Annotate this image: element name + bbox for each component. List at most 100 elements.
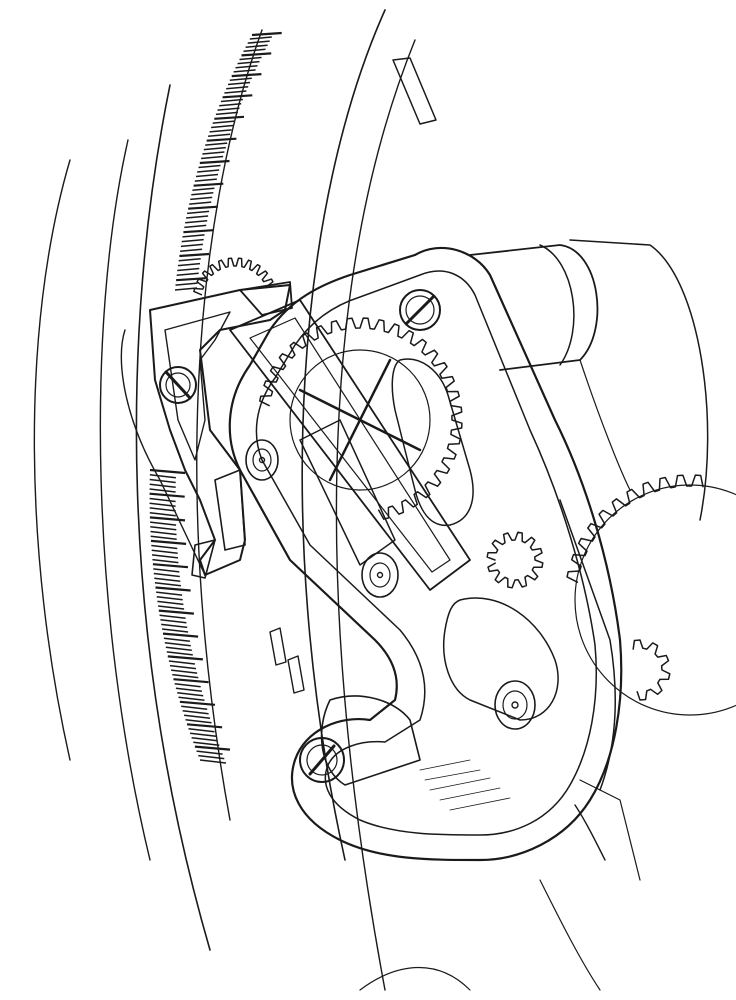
hour-marker-top: [392, 57, 437, 125]
minute-tick: [150, 530, 177, 536]
minute-tick: [156, 591, 183, 596]
right-plate-step: [579, 779, 641, 881]
minute-tick: [152, 558, 179, 564]
screw-left: [159, 366, 197, 404]
minute-tick: [198, 164, 221, 169]
minute-tick: [245, 44, 268, 48]
outer-arc-5: [301, 9, 386, 861]
minute-tick: [190, 732, 217, 737]
minute-tick: [163, 637, 190, 642]
outer-arc-8: [539, 879, 601, 991]
jewel-lower: [494, 680, 536, 730]
bridge-diagonal-arm: [229, 299, 471, 591]
minute-tick: [227, 81, 251, 86]
minute-tick: [160, 619, 187, 624]
minute-tick: [251, 31, 282, 37]
outer-arc-2: [99, 139, 151, 861]
hour-marker-left-2: [287, 655, 305, 694]
minute-tick: [167, 655, 203, 661]
minute-tick: [172, 673, 199, 679]
screw-bottom: [299, 737, 345, 783]
regulator-arm: [120, 281, 293, 579]
regulator-tab-top: [239, 281, 293, 316]
minute-tick: [178, 696, 205, 702]
outer-arc-6: [335, 39, 416, 991]
minute-tick: [179, 700, 216, 706]
minute-tick: [151, 554, 179, 559]
minute-tick: [186, 215, 209, 219]
minute-tick: [176, 272, 199, 277]
minute-tick: [183, 229, 214, 234]
lower-right-arbor: [574, 804, 606, 861]
minute-tick: [197, 169, 220, 173]
minute-tick: [149, 474, 176, 479]
top-pillar-face: [539, 244, 575, 366]
minute-tick: [150, 539, 187, 545]
minute-tick: [212, 120, 235, 124]
minute-tick: [184, 224, 207, 229]
screw-top: [399, 289, 441, 331]
minute-tick: [181, 238, 204, 243]
outer-arc-7: [359, 966, 471, 991]
minute-tick: [152, 563, 189, 569]
minute-tick: [241, 52, 272, 57]
minute-tick: [169, 664, 197, 670]
minute-tick: [215, 111, 238, 116]
screw-left-slot: [164, 370, 192, 400]
lower-right-pinion: [632, 639, 671, 701]
hour-markers: [269, 57, 437, 694]
minute-tick: [229, 77, 252, 82]
regulator-curl: [120, 329, 206, 576]
minute-tick: [196, 750, 223, 755]
minute-tick: [153, 568, 180, 573]
minute-tick: [174, 682, 201, 688]
minute-tick: [149, 468, 186, 475]
minute-tick: [162, 628, 189, 633]
minute-tick: [150, 526, 177, 531]
outer-arc-3: [135, 84, 211, 951]
minute-tick: [195, 173, 219, 178]
right-edge-wheel: [566, 474, 736, 716]
screw-left-inner: [165, 372, 191, 398]
center-wheel-rim: [289, 349, 431, 491]
minute-tick: [235, 65, 258, 69]
minute-tick: [159, 614, 186, 619]
minute-tick: [158, 609, 194, 615]
minute-tick: [243, 48, 266, 53]
minute-tick: [237, 60, 260, 65]
top-pillar-base: [569, 239, 709, 521]
minute-tick: [201, 155, 224, 160]
minute-track-upper-hatch: [174, 31, 282, 291]
bridge-inner-outline: [255, 270, 598, 836]
screw-top-head: [399, 289, 441, 331]
minute-tick: [231, 73, 262, 78]
minute-tick: [178, 258, 201, 262]
minute-tick: [191, 736, 218, 742]
minute-tick: [176, 277, 206, 282]
center-wheel-spoke-4: [328, 418, 362, 482]
minute-tick: [224, 90, 247, 94]
minute-tick: [222, 94, 253, 99]
minute-tick: [150, 521, 177, 526]
minute-track: [149, 31, 282, 764]
minute-tick: [182, 234, 205, 238]
minute-tick: [193, 741, 220, 746]
top-pillar: [469, 239, 709, 521]
minute-tick: [162, 632, 199, 638]
center-wheel-teeth: [259, 317, 463, 520]
jewel-middle: [361, 552, 399, 598]
minute-tick: [186, 723, 223, 729]
minute-tick: [168, 660, 195, 665]
top-pillar-body: [469, 244, 599, 371]
minute-tick: [158, 605, 185, 610]
minute-tick: [209, 129, 232, 133]
minute-tick: [151, 549, 178, 554]
minute-tick: [180, 248, 203, 252]
screw-bottom-inner: [306, 744, 338, 776]
minute-tick: [220, 98, 243, 103]
minute-tick: [185, 219, 208, 224]
minute-tick: [226, 86, 249, 90]
minute-tick: [175, 282, 198, 286]
minute-tick: [188, 728, 215, 733]
minute-tick: [149, 507, 176, 512]
